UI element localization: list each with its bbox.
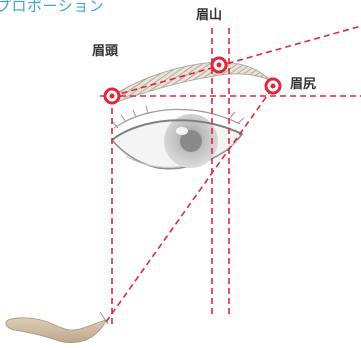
guide-line-diagonal-upper: [111, 25, 361, 97]
guide-lines: [100, 25, 361, 326]
marker-brow-head: [103, 87, 121, 105]
label-brow-peak: 眉山: [196, 8, 223, 23]
section-heading: プロポーション: [0, 0, 105, 15]
eyebrow-shape: [111, 61, 271, 105]
nose-illustration: [5, 317, 107, 344]
marker-brow-peak: [210, 56, 228, 74]
eye-illustration: [110, 105, 245, 170]
label-brow-head: 眉頭: [92, 44, 119, 59]
marker-brow-tail: [264, 77, 282, 95]
guide-line-diagonal-tail: [105, 85, 275, 323]
label-brow-tail: 眉尻: [290, 77, 317, 92]
